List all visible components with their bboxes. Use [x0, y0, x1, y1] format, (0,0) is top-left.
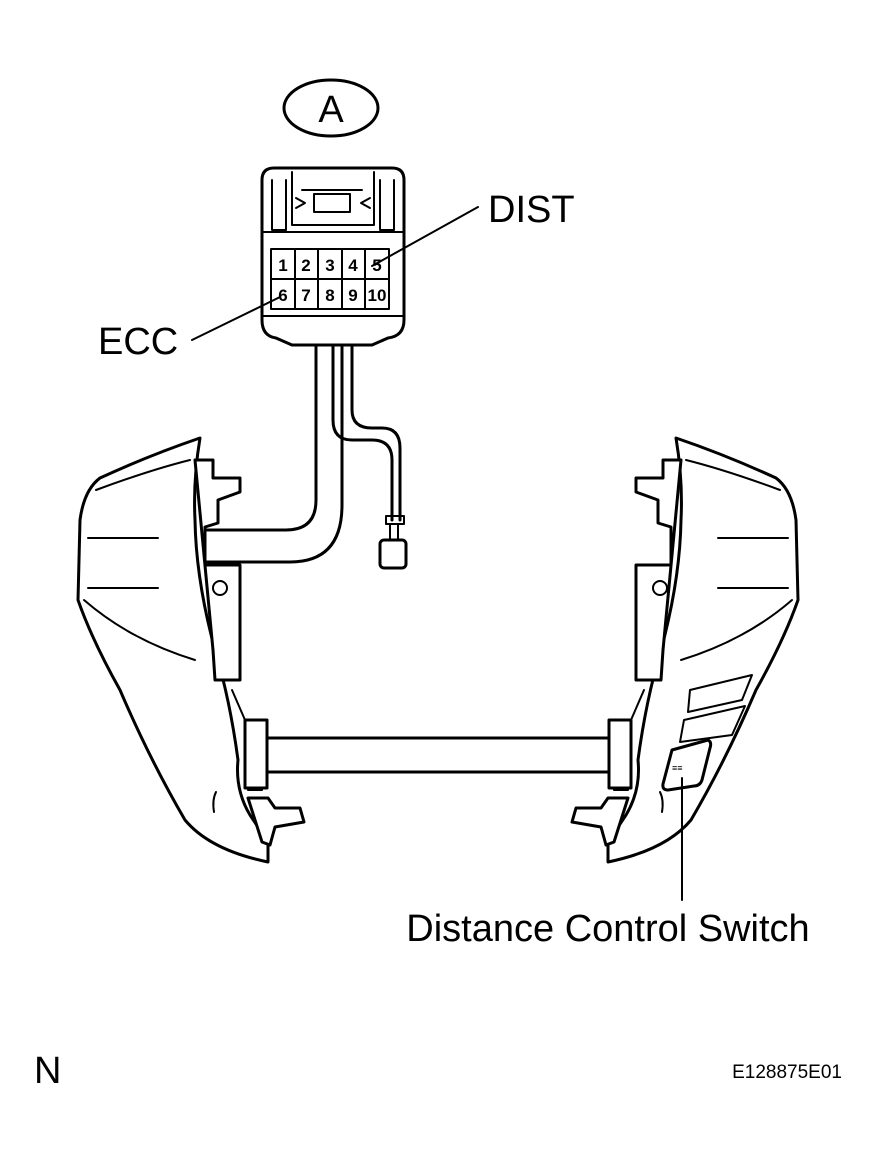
pin-7: 7 [301, 286, 310, 305]
wire-harness [203, 343, 408, 570]
connector-marker-letter: A [318, 89, 344, 131]
pin-8: 8 [325, 286, 334, 305]
pin-row-bottom: 6 7 8 9 10 [278, 286, 386, 305]
pin-6: 6 [278, 286, 287, 305]
left-switch-assembly [76, 436, 306, 864]
right-switch-assembly: ≡≡ [570, 436, 800, 864]
switch-glyph: ≡≡ [672, 763, 683, 773]
switch-callout: Distance Control Switch [406, 777, 810, 950]
cross-bar [243, 718, 633, 790]
pin-1: 1 [278, 256, 287, 275]
connector-marker: A [282, 78, 380, 138]
connector-housing [260, 166, 406, 347]
pin-9: 9 [348, 286, 357, 305]
pin-5: 5 [372, 256, 381, 275]
dist-label: DIST [488, 189, 575, 231]
figure-code: E128875E01 [732, 1062, 842, 1083]
ecc-callout: ECC [98, 296, 281, 363]
switch-label: Distance Control Switch [406, 908, 809, 950]
pin-row-top: 1 2 3 4 5 [278, 256, 381, 275]
dist-callout: DIST [371, 189, 575, 267]
ecc-label: ECC [98, 321, 178, 363]
pin-4: 4 [348, 256, 358, 275]
pin-10: 10 [368, 286, 387, 305]
pin-3: 3 [325, 256, 334, 275]
corner-letter: N [34, 1050, 61, 1092]
pin-2: 2 [301, 256, 310, 275]
